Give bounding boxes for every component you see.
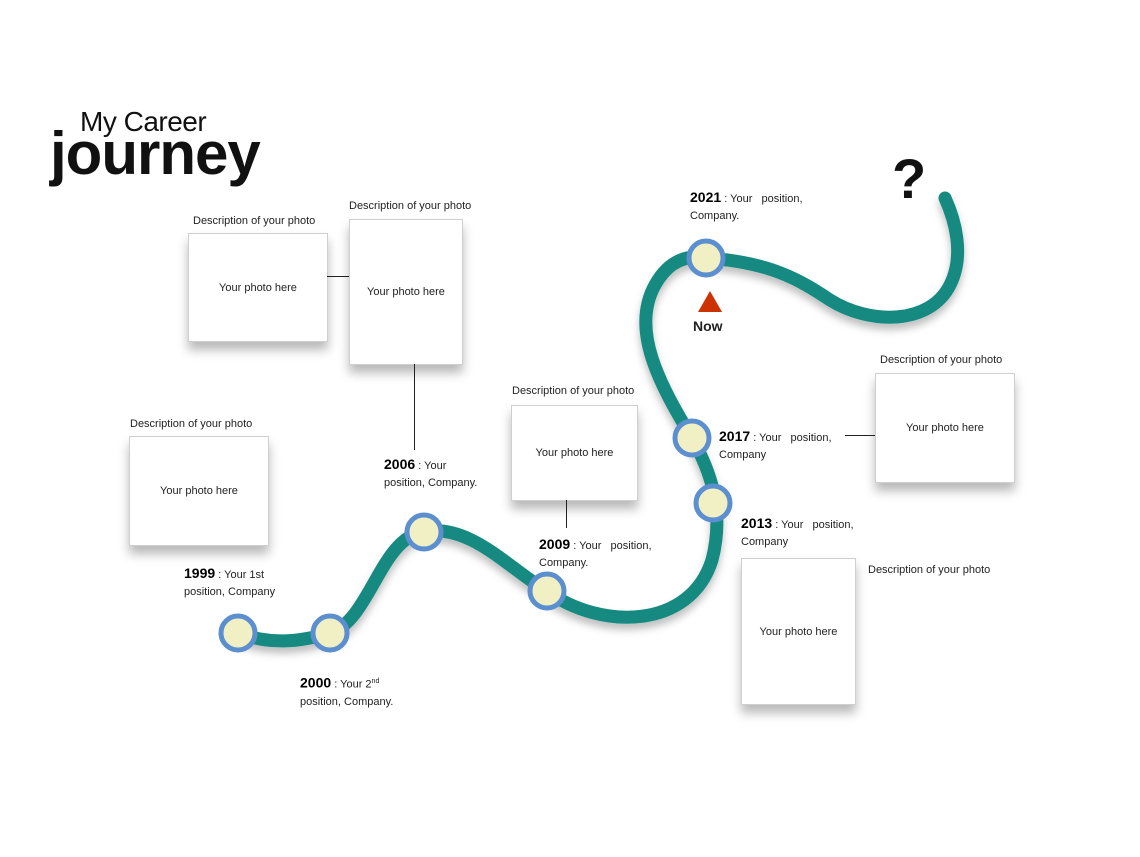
milestone-text: position, Company [184,586,276,598]
photo-frame[interactable]: Your photo here [875,373,1015,483]
milestone-label-2006: 2006 : Your position, Company. [384,456,478,489]
node-2000 [310,613,350,653]
photo-placeholder: Your photo here [219,281,297,294]
milestone-year: 2013 [741,515,773,531]
milestone-label-2013: 2013 : Your position, Company [741,515,854,548]
milestone-year: 2000 [300,674,332,691]
milestone-label-2000: 2000 : Your 2nd position, Company. [300,674,394,708]
node-2013 [693,483,733,523]
connector-line [566,500,567,528]
milestone-label-2021: 2021 : Your position, Company. [690,189,803,222]
photo-description: Description of your photo [868,564,991,576]
node-2009 [527,571,567,611]
milestone-text: Company. [690,210,740,222]
photo-frame[interactable]: Your photo here [188,233,328,342]
photo-frame[interactable]: Your photo here [741,558,856,705]
milestone-text: Your position, [781,519,854,531]
milestone-year: 2017 [719,428,751,444]
photo-description: Description of your photo [349,200,472,212]
connector-line [327,276,349,277]
photo-placeholder: Your photo here [906,422,984,434]
photo-frame[interactable]: Your photo here [349,219,463,365]
milestone-text: Company [741,536,789,548]
title-line1: My Career [80,106,207,137]
connector-line [414,364,415,450]
milestone-text: Company [719,449,767,461]
milestone-label-1999: 1999 : Your 1st position, Company [184,565,276,598]
photo-placeholder: Your photo here [759,625,838,638]
milestone-nodes [218,238,733,653]
node-1999 [218,613,258,653]
milestone-label-2009: 2009 : Your position, Company. [539,536,652,569]
milestone-text: Your 2 [340,678,372,691]
milestone-text: Your position, [759,432,832,444]
milestone-text: Your [424,460,447,472]
milestone-year: 2021 [690,189,722,205]
milestone-label-2017: 2017 : Your position, Company [719,428,832,461]
now-marker-icon [698,291,722,312]
question-mark: ? [892,147,927,210]
photo-description: Description of your photo [880,354,1003,366]
milestone-year: 2009 [539,536,571,552]
connector-line [845,435,875,436]
milestone-superscript: nd [371,678,380,685]
photo-description: Description of your photo [130,418,253,430]
milestone-text: Company. [539,557,589,569]
milestone-text: Your 1st [224,569,265,581]
title-line2: journey [50,120,261,187]
milestone-year: 1999 [184,565,216,581]
photo-placeholder: Your photo here [160,485,238,497]
milestone-text: position, Company. [384,477,478,489]
photo-frame[interactable]: Your photo here [129,436,269,546]
photo-description: Description of your photo [193,215,316,227]
photo-description: Description of your photo [512,385,635,397]
milestone-text: Your position, [730,193,803,205]
photo-placeholder: Your photo here [535,447,614,459]
milestone-text: Your position, [579,540,652,552]
now-label: Now [693,318,723,334]
milestone-text: position, Company. [300,695,394,708]
photo-placeholder: Your photo here [367,286,445,298]
photo-frame[interactable]: Your photo here [511,405,638,501]
node-2021 [686,238,726,278]
milestone-year: 2006 [384,456,416,472]
node-2017 [672,418,712,458]
node-2006 [404,512,444,552]
